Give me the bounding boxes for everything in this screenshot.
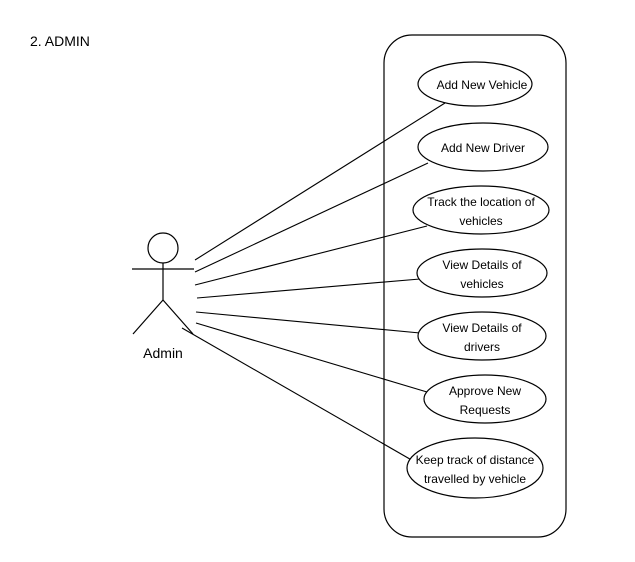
use-case-label-track-location-line-2: vehicles [459,214,502,228]
use-case-label-view-vehicles-line-1: View Details of [442,258,522,272]
association-line-1 [194,102,446,261]
section-heading: 2. ADMIN [30,33,90,49]
use-case-label-track-location-line-1: Track the location of [427,195,535,209]
association-line-5 [195,311,421,334]
association-line-3 [194,225,428,286]
use-case-view-drivers [417,311,547,361]
use-case-track-distance [406,437,544,499]
use-case-labels: Add New Vehicle Add New Driver Track the… [416,78,536,486]
use-case-view-vehicles [416,248,548,298]
use-case-label-view-vehicles-line-2: vehicles [460,277,503,291]
association-line-2 [194,162,429,273]
association-lines [181,102,446,463]
use-case-label-track-distance-line-1: Keep track of distance [416,453,535,467]
association-line-7 [181,327,416,463]
use-case-approve-requests [423,374,547,424]
association-line-4 [196,278,421,299]
actor-head [147,232,179,264]
admin-actor [132,232,194,335]
use-case-add-new-driver [417,122,549,172]
association-line-6 [195,322,428,393]
system-boundary [383,34,567,538]
use-case-label-add-new-driver: Add New Driver [441,141,525,155]
use-case-add-new-vehicle [417,61,533,107]
actor-right-leg [162,299,194,335]
use-case-label-add-new-vehicle: Add New Vehicle [437,78,528,92]
actor-left-leg [132,299,164,335]
use-case-label-approve-requests-line-1: Approve New [449,384,521,398]
use-case-track-location [412,185,550,235]
actor-label: Admin [143,345,183,361]
use-case-label-track-distance-line-2: travelled by vehicle [424,472,526,486]
use-case-ellipses [406,61,550,499]
use-case-label-approve-requests-line-2: Requests [460,403,511,417]
use-case-label-view-drivers-line-2: drivers [464,340,500,354]
use-case-label-view-drivers-line-1: View Details of [442,321,522,335]
